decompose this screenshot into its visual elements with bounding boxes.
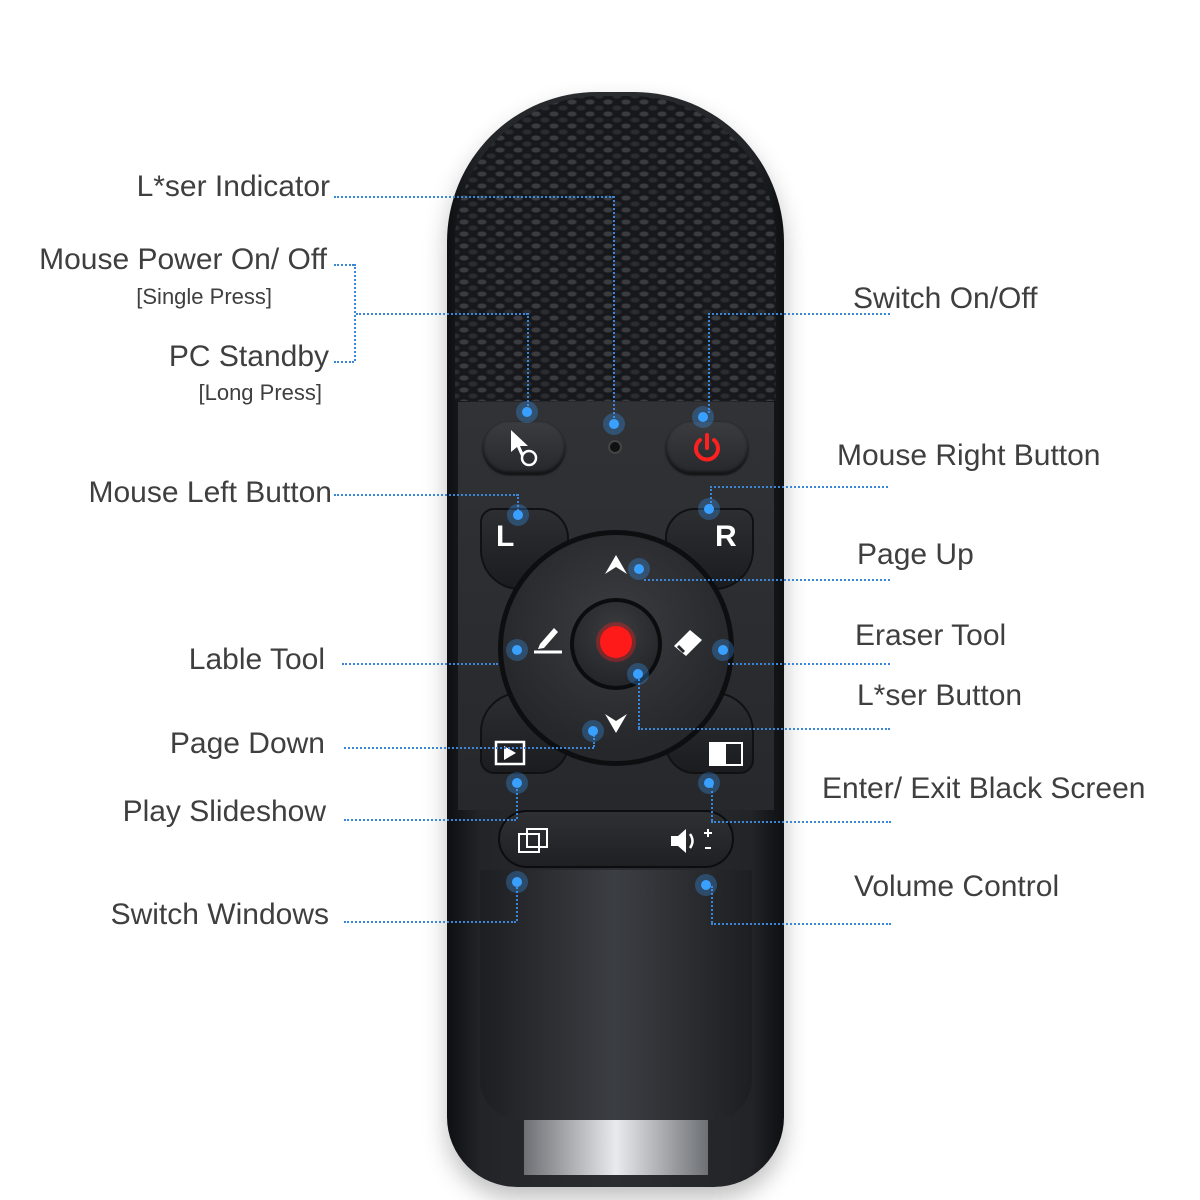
marker-dot xyxy=(634,564,644,574)
callout-switch-onoff: Switch On/Off xyxy=(853,282,1038,315)
speaker-grille-texture xyxy=(455,96,776,401)
leader-line xyxy=(638,728,890,730)
leader-line xyxy=(334,361,354,363)
leader-line xyxy=(344,921,516,923)
callout-mouse-power: Mouse Power On/ Off xyxy=(39,243,327,276)
marker-dot xyxy=(633,669,643,679)
marker-dot xyxy=(701,880,711,890)
leader-line xyxy=(638,676,640,728)
marker-dot xyxy=(609,419,619,429)
leader-line xyxy=(516,884,518,921)
bottom-button-bar xyxy=(498,810,734,868)
leader-line xyxy=(334,196,614,198)
leader-line xyxy=(334,264,354,266)
marker-dot xyxy=(718,645,728,655)
leader-line xyxy=(613,196,615,422)
letter-l-icon: L xyxy=(496,520,515,553)
power-icon xyxy=(694,433,720,462)
metal-end-cap xyxy=(524,1120,708,1175)
marker-dot xyxy=(512,778,522,788)
leader-line xyxy=(710,486,888,488)
leader-line xyxy=(356,313,528,315)
leader-line xyxy=(517,494,519,514)
leader-line xyxy=(711,886,713,923)
marker-dot xyxy=(698,412,708,422)
play-slideshow-icon xyxy=(494,740,526,766)
marker-dot xyxy=(704,778,714,788)
leader-line xyxy=(711,786,713,821)
handle-grip xyxy=(480,870,752,1120)
callout-page-down: Page Down xyxy=(169,727,325,760)
leader-line xyxy=(342,663,498,665)
pen-lable-tool-icon[interactable] xyxy=(530,622,564,656)
switch-windows-icon[interactable] xyxy=(516,826,552,856)
leader-line xyxy=(710,486,712,506)
callout-mouse-left: Mouse Left Button xyxy=(88,476,333,509)
callout-laser-button: L*ser Button xyxy=(857,679,1023,712)
mouse-power-button[interactable] xyxy=(483,422,565,474)
leader-line xyxy=(344,819,516,821)
marker-dot xyxy=(588,726,598,736)
marker-dot xyxy=(512,645,522,655)
eraser-tool-icon[interactable] xyxy=(670,626,706,660)
leader-line xyxy=(708,313,710,413)
callout-black-screen: Enter/ Exit Black Screen xyxy=(822,772,1146,805)
callout-pc-standby: PC Standby xyxy=(168,340,329,373)
marker-dot xyxy=(704,504,714,514)
callout-switch-windows: Switch Windows xyxy=(110,898,329,931)
callout-mouse-power-sublabel: [Single Press] xyxy=(136,284,272,309)
leader-line xyxy=(593,735,595,747)
leader-line xyxy=(728,663,890,665)
leader-line xyxy=(644,579,890,581)
leader-line xyxy=(527,313,529,410)
laser-indicator-led xyxy=(608,440,622,454)
letter-r-icon: R xyxy=(715,520,737,553)
leader-line xyxy=(711,821,891,823)
volume-icon[interactable] xyxy=(668,824,718,858)
callout-eraser-tool: Eraser Tool xyxy=(855,619,1007,652)
callout-laser-indicator: L*ser Indicator xyxy=(136,170,330,203)
marker-dot xyxy=(522,407,532,417)
leader-line xyxy=(334,494,518,496)
page-up-arrow-icon[interactable] xyxy=(603,552,629,578)
leader-line xyxy=(708,313,890,315)
black-screen-icon xyxy=(709,742,743,766)
callout-page-up: Page Up xyxy=(857,538,974,571)
callout-lable-tool: Lable Tool xyxy=(188,643,325,676)
leader-line xyxy=(516,784,518,819)
leader-line xyxy=(344,747,594,749)
callout-mouse-right: Mouse Right Button xyxy=(837,439,1101,472)
marker-dot xyxy=(512,877,522,887)
page-down-arrow-icon[interactable] xyxy=(603,710,629,736)
power-switch-button[interactable] xyxy=(666,422,748,474)
callout-pc-standby-sublabel: [Long Press] xyxy=(198,380,322,405)
leader-line xyxy=(354,264,356,361)
cursor-click-icon xyxy=(511,430,538,467)
marker-dot xyxy=(513,510,523,520)
callout-play-slideshow: Play Slideshow xyxy=(122,795,326,828)
laser-icon xyxy=(600,626,632,658)
callout-volume-control: Volume Control xyxy=(854,870,1060,903)
leader-line xyxy=(711,923,891,925)
